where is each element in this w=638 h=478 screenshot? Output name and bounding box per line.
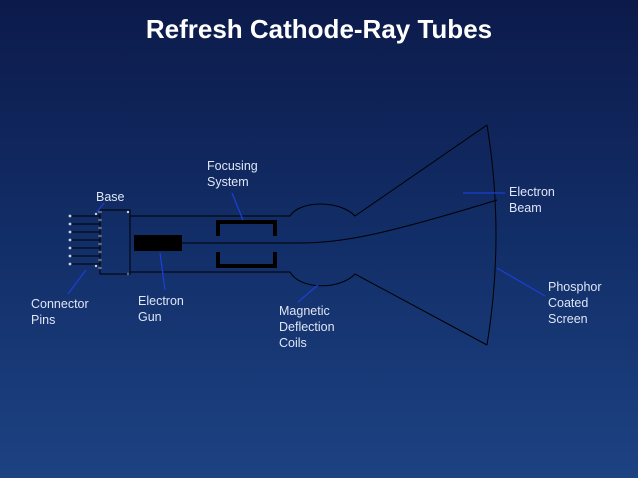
base-shape — [99, 209, 131, 275]
focusing-plate-bottom — [216, 252, 277, 268]
label-connector-pins: Connector Pins — [31, 297, 89, 327]
leader-lines — [67, 192, 546, 303]
electron-gun-shape — [134, 235, 182, 251]
label-focusing-system: Focusing System — [207, 159, 258, 189]
tube-outline-bottom — [130, 271, 488, 346]
label-phosphor-coated-screen: Phosphor Coated Screen — [548, 280, 602, 326]
slide-title: Refresh Cathode-Ray Tubes — [145, 14, 493, 44]
connector-pins — [70, 215, 100, 265]
label-electron-gun: Electron Gun — [138, 294, 184, 324]
label-electron-beam: Electron Beam — [509, 185, 555, 215]
label-magnetic-deflection-coils: Magnetic Deflection Coils — [279, 304, 335, 350]
pin-dots — [68, 210, 130, 276]
label-base: Base — [96, 190, 125, 204]
phosphor-screen-shape — [486, 124, 497, 346]
focusing-plate-top — [216, 220, 277, 236]
electron-beam-path — [182, 199, 498, 244]
tube-outline-top — [130, 124, 488, 217]
